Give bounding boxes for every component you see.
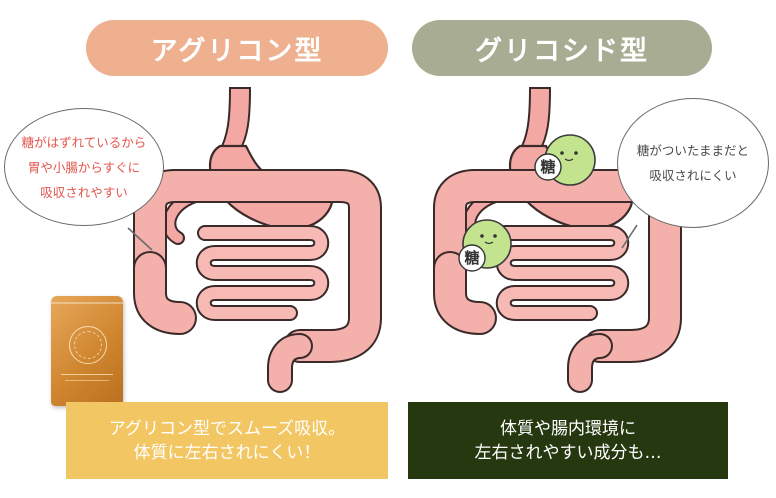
left-digestive-organs xyxy=(150,88,365,380)
left-speech-bubble: 糖がはずれているから 胃や小腸からすぐに 吸収されやすい xyxy=(4,108,164,226)
caption-line: 左右されやすい成分も… xyxy=(474,442,662,463)
glycoside-caption: 体質や腸内環境に 左右されやすい成分も… xyxy=(408,402,728,479)
sugar-molecule-icon: 糖 xyxy=(458,219,512,272)
caption-line: アグリコン型でスムーズ吸収。 xyxy=(108,418,346,439)
left-bubble-line: 糖がはずれているから xyxy=(21,134,147,150)
right-bubble-line: 吸収されにくい xyxy=(649,168,737,183)
aglycone-title: アグリコン型 xyxy=(86,20,388,76)
svg-text:糖: 糖 xyxy=(540,158,555,176)
sugar-molecule-icon: 糖 xyxy=(534,134,596,186)
left-bubble-line: 吸収されやすい xyxy=(40,184,128,200)
aglycone-caption: アグリコン型でスムーズ吸収。 体質に左右されにくい！ xyxy=(66,402,388,479)
caption-line: 体質に左右されにくい！ xyxy=(133,442,321,463)
left-bubble-line: 胃や小腸からすぐに xyxy=(27,159,141,175)
supplement-package xyxy=(51,296,123,406)
right-speech-bubble: 糖がついたままだと 吸収されにくい xyxy=(617,98,769,228)
glycoside-title: グリコシド型 xyxy=(412,20,712,76)
right-bubble-line: 糖がついたままだと xyxy=(636,143,750,158)
svg-text:糖: 糖 xyxy=(464,249,479,267)
caption-line: 体質や腸内環境に xyxy=(500,418,636,439)
